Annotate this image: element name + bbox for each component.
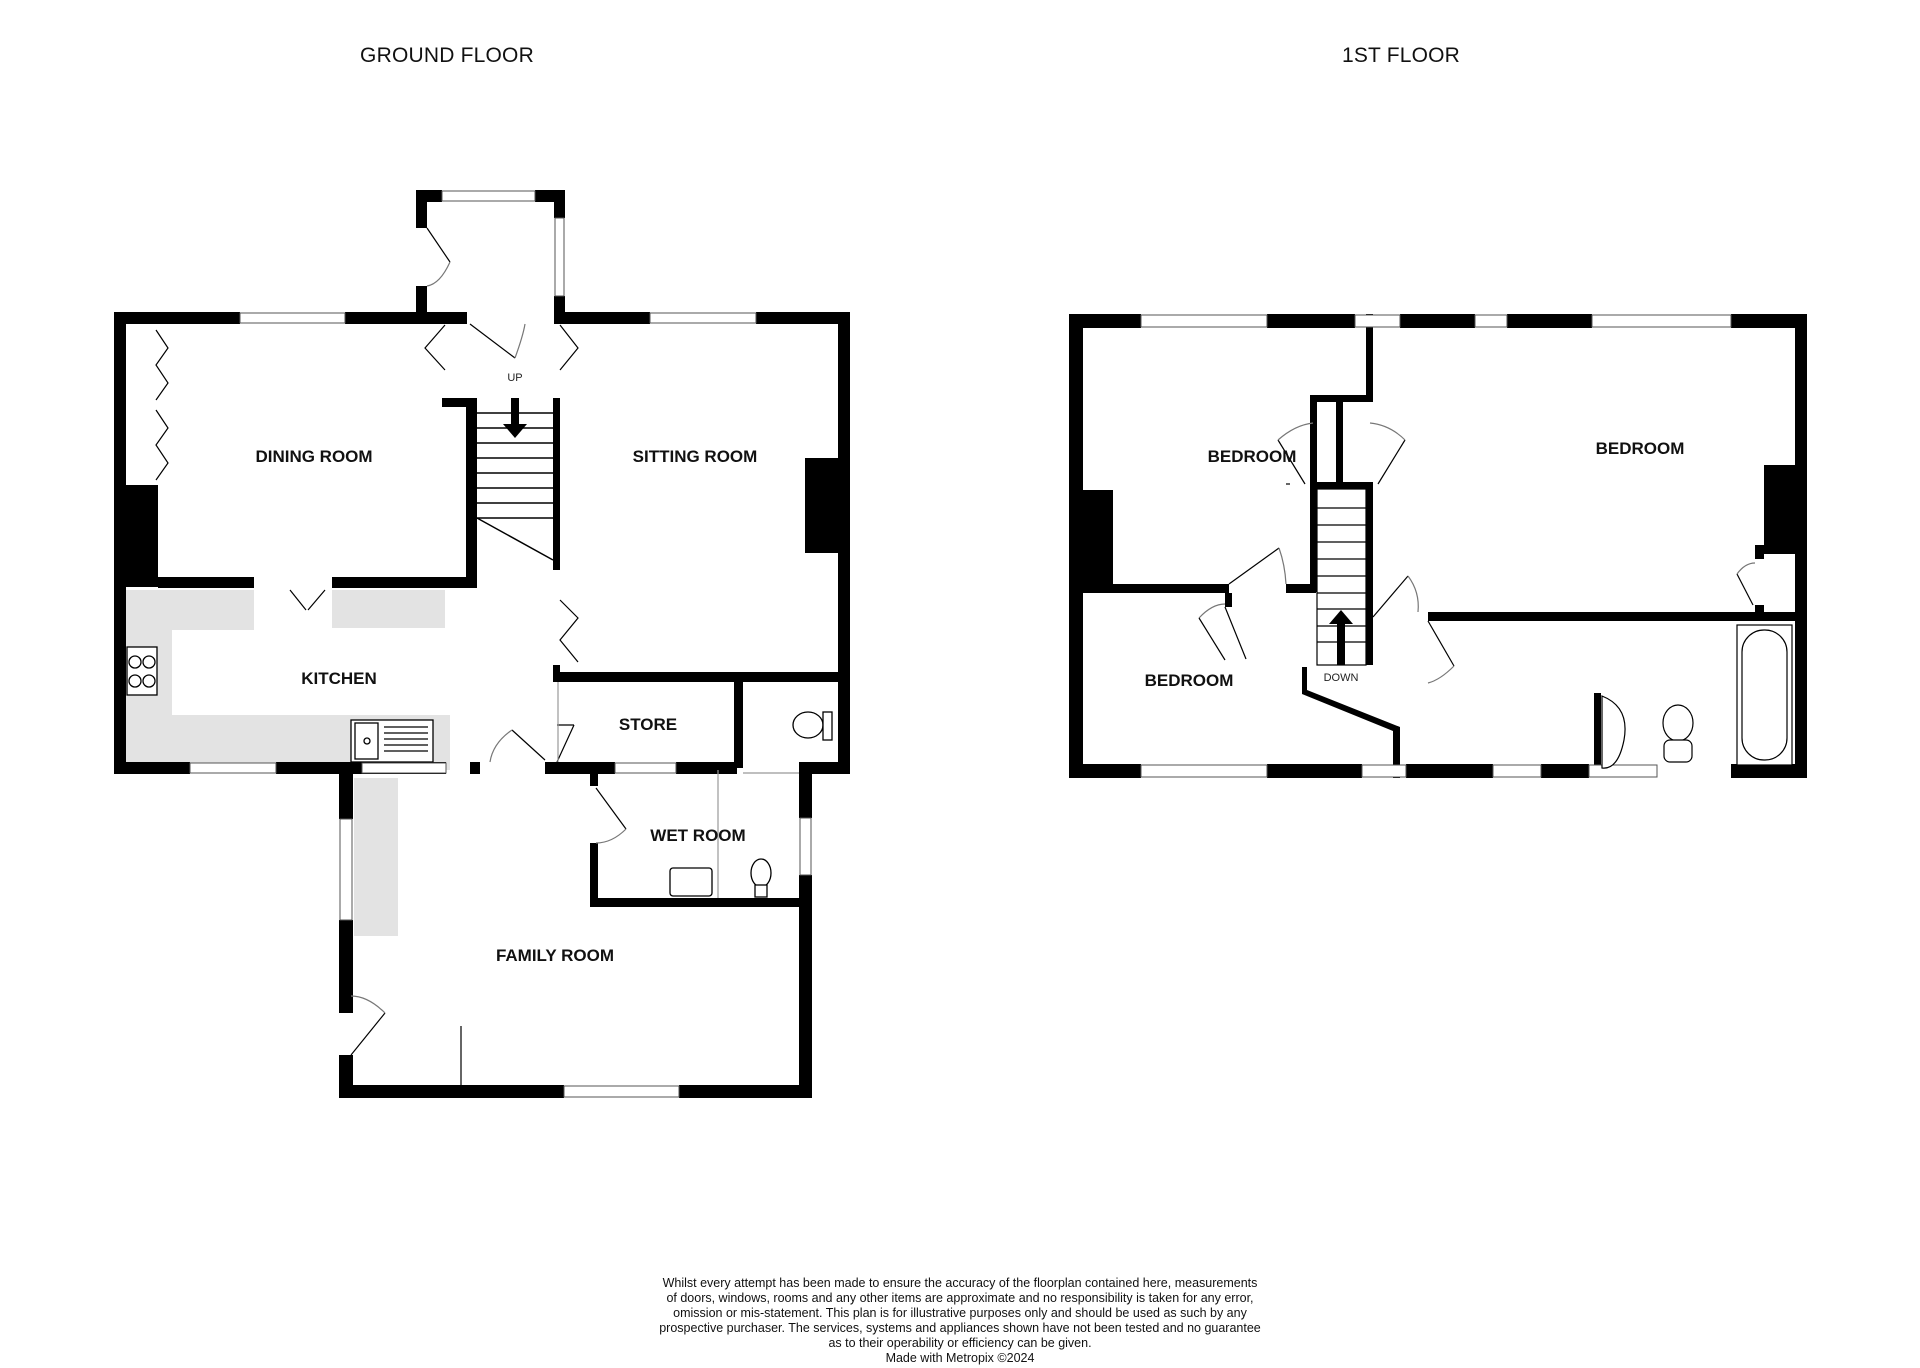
room-label-bedroom-3: BEDROOM xyxy=(1145,671,1234,690)
first-fixtures xyxy=(1601,624,1793,769)
room-label-bedroom-2: BEDROOM xyxy=(1596,439,1685,458)
ground-windows xyxy=(189,190,812,1098)
room-label-dining-room: DINING ROOM xyxy=(255,447,372,466)
stair-label-up: UP xyxy=(507,372,522,384)
room-label-store: STORE xyxy=(619,715,677,734)
ground-floor-plan: UP xyxy=(114,190,850,1098)
disclaimer-text: Whilst every attempt has been made to en… xyxy=(620,1276,1300,1366)
room-label-sitting-room: SITTING ROOM xyxy=(633,447,758,466)
ground-doors xyxy=(155,227,799,1085)
toilet-icon xyxy=(1662,704,1694,763)
disclaimer-line: prospective purchaser. The services, sys… xyxy=(659,1321,1261,1335)
room-label-kitchen: KITCHEN xyxy=(301,669,377,688)
credit-line: Made with Metropix ©2024 xyxy=(885,1351,1035,1365)
first-floor-title: 1ST FLOOR xyxy=(1341,44,1461,67)
toilet-icon xyxy=(750,858,772,898)
room-label-bedroom-1: BEDROOM xyxy=(1208,447,1297,466)
stair-arrow-up-icon xyxy=(1329,610,1353,665)
ground-stairs xyxy=(476,412,554,561)
first-floor-plan: DOWN BEDROOM xyxy=(1069,314,1807,778)
disclaimer-line: of doors, windows, rooms and any other i… xyxy=(666,1291,1254,1305)
first-doors xyxy=(1198,422,1756,684)
ground-floor-title: GROUND FLOOR xyxy=(360,44,534,67)
ground-fixtures xyxy=(126,646,833,898)
first-walls xyxy=(1069,314,1807,778)
disclaimer-line: omission or mis-statement. This plan is … xyxy=(673,1306,1247,1320)
bath-icon xyxy=(1736,624,1793,766)
basin-icon xyxy=(669,867,713,897)
toilet-icon xyxy=(792,711,833,741)
disclaimer-line: Whilst every attempt has been made to en… xyxy=(662,1276,1258,1290)
room-label-wet-room: WET ROOM xyxy=(650,826,745,845)
sink-icon xyxy=(350,719,434,763)
first-windows xyxy=(1140,314,1732,778)
kitchen-worktops xyxy=(126,590,450,936)
disclaimer-line: as to their operability or efficiency ca… xyxy=(828,1336,1092,1350)
hob-icon xyxy=(126,646,158,696)
basin-icon xyxy=(1601,695,1626,769)
room-label-family-room: FAMILY ROOM xyxy=(496,946,614,965)
stair-label-down: DOWN xyxy=(1324,672,1359,684)
stair-arrow-down-icon xyxy=(503,398,527,438)
ground-walls xyxy=(114,190,850,1098)
